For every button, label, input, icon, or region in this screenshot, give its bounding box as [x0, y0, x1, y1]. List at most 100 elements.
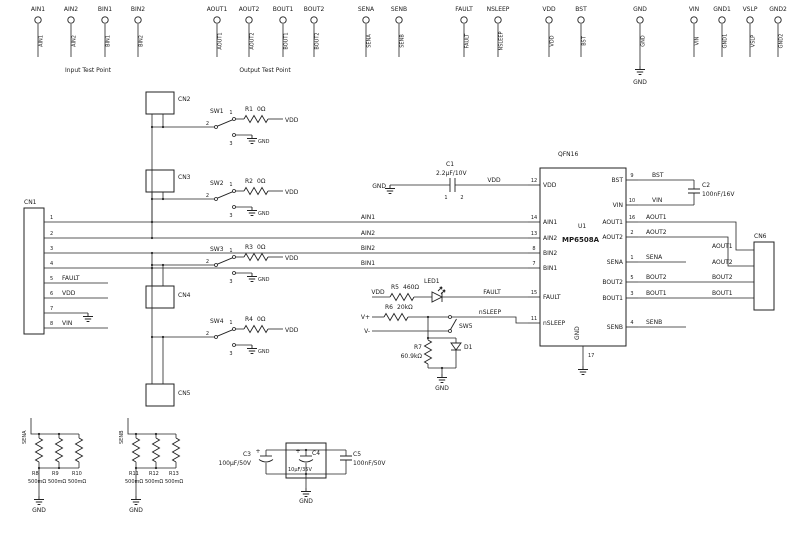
u1-pin-name: AIN2 — [543, 235, 557, 242]
r3-value: 0Ω — [257, 244, 266, 251]
r1-ref: R1 — [245, 106, 253, 113]
net-bin2: BIN2 — [361, 245, 375, 252]
net-fault: FAULT — [483, 289, 501, 296]
net-nsleep: nSLEEP — [479, 309, 502, 316]
net-gnd: GND — [372, 183, 386, 190]
cn6-net-bout1: BOUT1 — [712, 290, 733, 297]
r9-value: 500mΩ — [48, 479, 66, 485]
testpoint-wires — [37, 24, 779, 66]
r13-ref: R13 — [169, 471, 179, 477]
resistor-r9 — [55, 437, 63, 463]
u1-pin-name: BOUT1 — [602, 295, 623, 302]
c4-value: 10µF/35V — [288, 467, 312, 473]
u1-pin-num: 12 — [531, 178, 537, 184]
net-vdd: VDD — [285, 255, 299, 262]
tp-net-label: BIN2 — [139, 35, 145, 47]
gnd-symbol — [577, 365, 589, 375]
net-gnd: GND — [258, 349, 270, 355]
r4-ref: R4 — [245, 316, 253, 323]
net-vin: VIN — [62, 320, 72, 327]
cn6-ref: CN6 — [754, 233, 767, 240]
net-gnd: GND — [258, 139, 270, 145]
resistor-r4 — [243, 325, 269, 333]
resistor-r1 — [243, 115, 269, 123]
cn1-pin: 4 — [50, 261, 53, 267]
testpoint-pad — [34, 16, 42, 24]
r5-value: 460Ω — [403, 284, 419, 291]
sense-bank-b: SENB GND R11 500mΩ R12 500mΩ R13 500mΩ — [119, 418, 183, 514]
cn6-body — [753, 241, 775, 311]
gnd-symbol — [384, 184, 396, 194]
connector-cn6: CN6 — [753, 233, 775, 311]
cn1-body — [23, 207, 45, 335]
c1-value: 2.2µF/10V — [436, 170, 467, 177]
c4-ref: C4 — [312, 450, 320, 457]
tp-label: AIN1 — [31, 6, 45, 13]
u1-pin-num: 16 — [629, 215, 635, 221]
gnd-symbol — [300, 487, 312, 497]
testpoint-pad — [636, 16, 644, 24]
tp-net-label: AIN1 — [39, 35, 45, 47]
d1-ref: D1 — [464, 344, 473, 351]
cn1-pin: 5 — [50, 276, 53, 282]
tp-label: FAULT — [455, 6, 473, 13]
tp-net-label: NSLEEP — [499, 31, 505, 50]
tp-label: AIN2 — [64, 6, 78, 13]
net-bst: BST — [652, 172, 664, 179]
tp-net-label: GND2 — [779, 34, 785, 49]
u1-pin-name: SENB — [607, 324, 623, 331]
switch-sw1 — [214, 117, 236, 137]
net-bin1: BIN1 — [361, 260, 375, 267]
net-gnd: GND — [258, 277, 270, 283]
cn2-body — [145, 91, 175, 115]
c5-ref: C5 — [353, 451, 361, 458]
sw4-pin2: 2 — [206, 331, 209, 337]
cn1-ref: CN1 — [24, 199, 37, 206]
output-testpoint-group-label: Output Test Point — [239, 67, 291, 74]
u1-pin-name: VDD — [543, 182, 557, 189]
u1-pin-num: 10 — [629, 198, 635, 204]
switch-sw2 — [214, 189, 236, 209]
cn5-body — [145, 383, 175, 407]
u1-pin-name: AOUT2 — [602, 234, 623, 241]
testpoint-pad — [545, 16, 553, 24]
net-vin: VIN — [652, 197, 662, 204]
header-wires — [151, 114, 216, 384]
u1-pad-name: GND — [574, 326, 581, 340]
tp-net-label: BIN1 — [106, 35, 112, 47]
cn6-net-aout2: AOUT2 — [712, 259, 733, 266]
junction-dots — [37, 125, 444, 476]
sw3-pin2: 2 — [206, 259, 209, 265]
input-net-labels: AIN1 AIN2 BIN2 BIN1 — [361, 214, 375, 267]
r13-value: 500mΩ — [165, 479, 183, 485]
sw2-pin1: 1 — [229, 182, 232, 188]
net-senb: SENB — [646, 319, 662, 326]
sw3-ref: SW3 — [210, 246, 224, 253]
testpoint-pad — [460, 16, 468, 24]
r2-value: 0Ω — [257, 178, 266, 185]
gnd-symbol — [33, 495, 45, 505]
output-wires: AOUT1 AOUT2 SENA BOUT2 BOUT1 SENB AOUT1 … — [638, 214, 754, 328]
r10-value: 500mΩ — [68, 479, 86, 485]
resistor-r8 — [35, 437, 43, 463]
testpoint-pad — [310, 16, 318, 24]
u1-pin-name: BOUT2 — [602, 279, 623, 286]
u1-pin-num: 3 — [630, 291, 633, 297]
tp-label: BOUT1 — [273, 6, 294, 13]
tp-net-label: FAULT — [465, 33, 471, 49]
u1-pin-name: FAULT — [543, 294, 561, 301]
sense-bank-a: SENA GND R8 500mΩ R9 500mΩ R10 500mΩ — [22, 418, 86, 514]
c1-decoupling: GND C1 2.2µF/10V 1 2 VDD — [372, 161, 528, 201]
net-gnd: GND — [299, 498, 313, 505]
tp-net-label: BST — [582, 35, 588, 46]
u1-pin-name: nSLEEP — [543, 320, 566, 327]
sw4-ref: SW4 — [210, 318, 224, 325]
u1-pad-num: 17 — [588, 353, 594, 359]
net-gnd: GND — [435, 385, 449, 392]
net-ain2: AIN2 — [361, 230, 375, 237]
net-vdd: VDD — [285, 117, 299, 124]
led-arrows-icon — [437, 286, 446, 295]
gnd-symbol — [246, 344, 258, 354]
u1-pin-name: AIN1 — [543, 219, 557, 226]
